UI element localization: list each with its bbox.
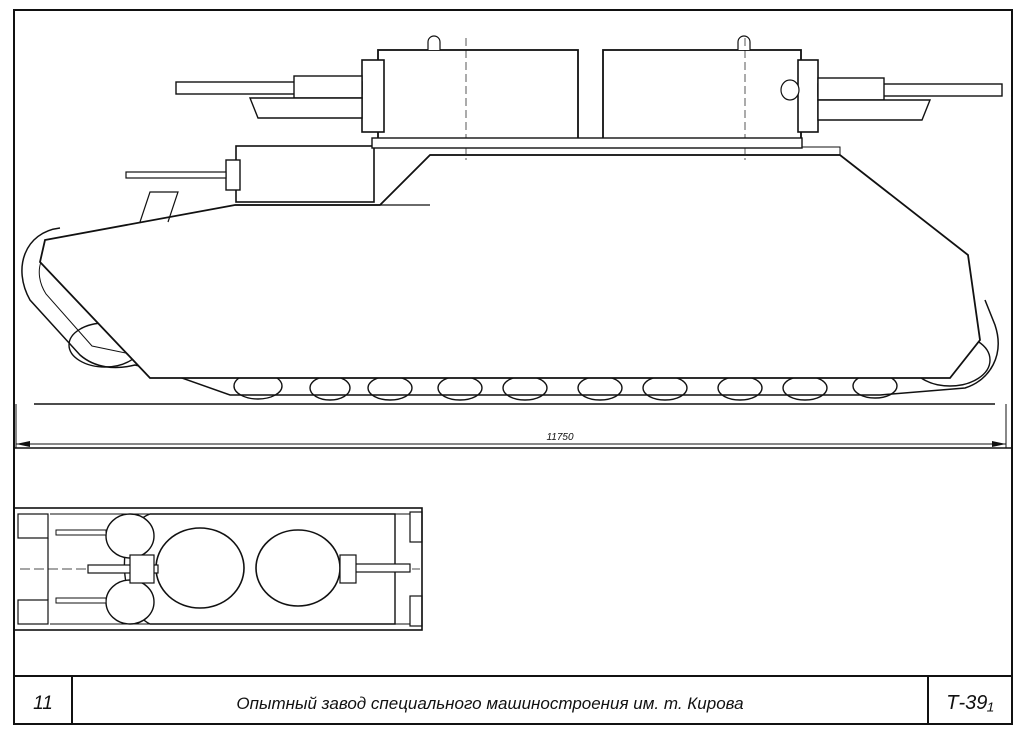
road-wheel bbox=[367, 375, 413, 401]
top-gun-lower bbox=[55, 597, 107, 604]
turret-1-lower-box bbox=[248, 97, 363, 119]
turret-ring-base bbox=[371, 137, 803, 149]
turret-2-mount-icon bbox=[780, 79, 800, 101]
factory-title: Опытный завод специального машиностроени… bbox=[236, 694, 743, 713]
top-front-block-upper bbox=[409, 511, 423, 543]
top-main-gun-front bbox=[87, 564, 159, 574]
dimension-arrow-right bbox=[992, 441, 1006, 447]
turret-1-gun-sleeve bbox=[293, 75, 363, 99]
length-dimension: 11750 bbox=[15, 404, 1007, 448]
top-gun-mount-rear bbox=[339, 554, 357, 584]
drawing-code: Т-39₁ bbox=[946, 692, 993, 714]
top-gun-mount-front bbox=[129, 554, 155, 584]
side-view: 11750 bbox=[15, 35, 1007, 448]
top-hull-outline bbox=[13, 507, 423, 631]
top-main-turret-front bbox=[155, 527, 245, 609]
sheet-border bbox=[13, 9, 1013, 725]
turret-1-body bbox=[377, 49, 579, 145]
road-wheel bbox=[502, 375, 548, 401]
road-wheel bbox=[782, 375, 828, 401]
turret-2-body bbox=[602, 49, 802, 145]
main-turret-rear bbox=[602, 35, 1003, 160]
dimension-label: 11750 bbox=[546, 432, 574, 443]
road-wheel bbox=[717, 375, 763, 401]
top-rear-block-upper bbox=[17, 513, 49, 539]
turret-1-mantlet bbox=[361, 59, 385, 133]
main-turret-front bbox=[175, 35, 579, 160]
turret-2-lower-box bbox=[817, 99, 932, 121]
hull bbox=[39, 154, 981, 379]
title-block: 11 Опытный завод специального машиностро… bbox=[33, 692, 994, 714]
top-view bbox=[13, 507, 423, 631]
top-small-turret-lower bbox=[105, 579, 155, 625]
top-rear-block-lower bbox=[17, 599, 49, 625]
turret-1-hatch-icon bbox=[427, 35, 441, 50]
top-main-turret-rear bbox=[255, 529, 341, 607]
road-wheel bbox=[577, 375, 623, 401]
top-front-block-lower bbox=[409, 595, 423, 627]
top-small-turret-upper bbox=[105, 513, 155, 559]
road-wheel bbox=[437, 375, 483, 401]
front-turret-mantlet bbox=[225, 159, 241, 191]
top-gun-upper bbox=[55, 529, 107, 536]
road-wheel bbox=[309, 375, 351, 401]
road-wheel bbox=[642, 375, 688, 401]
track-outline bbox=[21, 227, 999, 396]
sheet-number: 11 bbox=[33, 693, 53, 714]
turret-2-hatch-icon bbox=[737, 35, 751, 50]
turret-2-gun-sleeve bbox=[817, 77, 885, 101]
front-turret-gun bbox=[125, 171, 227, 179]
dimension-arrow-left bbox=[16, 441, 30, 447]
front-mg-turret bbox=[125, 145, 375, 223]
front-turret-body bbox=[235, 145, 375, 203]
front-turret-support bbox=[139, 191, 179, 223]
turret-2-mantlet bbox=[797, 59, 819, 133]
